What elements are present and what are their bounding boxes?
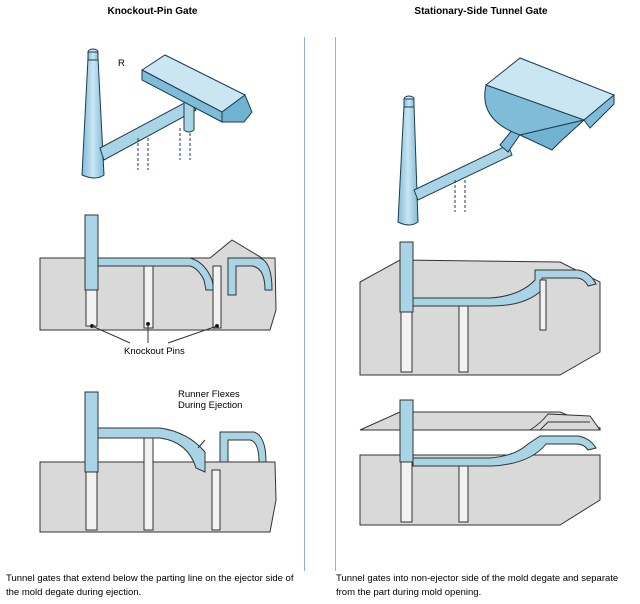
right-panel-frame (335, 37, 633, 571)
right-3d-runner (397, 57, 615, 226)
left-section-open (39, 391, 277, 533)
right-section-closed (359, 241, 601, 376)
radius-label: R (118, 58, 125, 69)
runner-flexes-label-2: During Ejection (178, 400, 242, 411)
runner-flexes-label-1: Runner Flexes (178, 389, 240, 400)
left-caption: Tunnel gates that extend below the parti… (6, 573, 294, 598)
right-title: Stationary-Side Tunnel Gate (414, 6, 548, 17)
left-title: Knockout-Pin Gate (107, 6, 198, 17)
knockout-pins-label: Knockout Pins (124, 346, 185, 357)
left-panel-frame (0, 37, 305, 571)
right-caption: Tunnel gates into non-ejector side of th… (336, 573, 619, 598)
left-section-closed (39, 214, 277, 344)
left-3d-runner (81, 48, 253, 179)
right-section-open (359, 399, 601, 526)
